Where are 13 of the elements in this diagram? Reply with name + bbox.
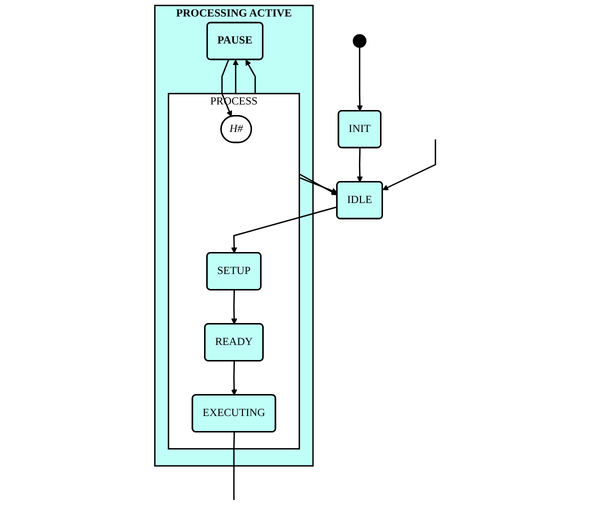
connector (232, 432, 235, 500)
arrow (382, 139, 436, 190)
arrow (298, 177, 338, 194)
arrow (356, 47, 362, 112)
arrow (298, 173, 338, 196)
node-circle (352, 34, 366, 48)
arrow (356, 148, 362, 182)
arrow (220, 60, 232, 117)
arrow (230, 206, 338, 254)
arrow (232, 60, 238, 94)
arrow (230, 290, 237, 324)
arrow (245, 60, 256, 94)
arrow (230, 361, 237, 396)
